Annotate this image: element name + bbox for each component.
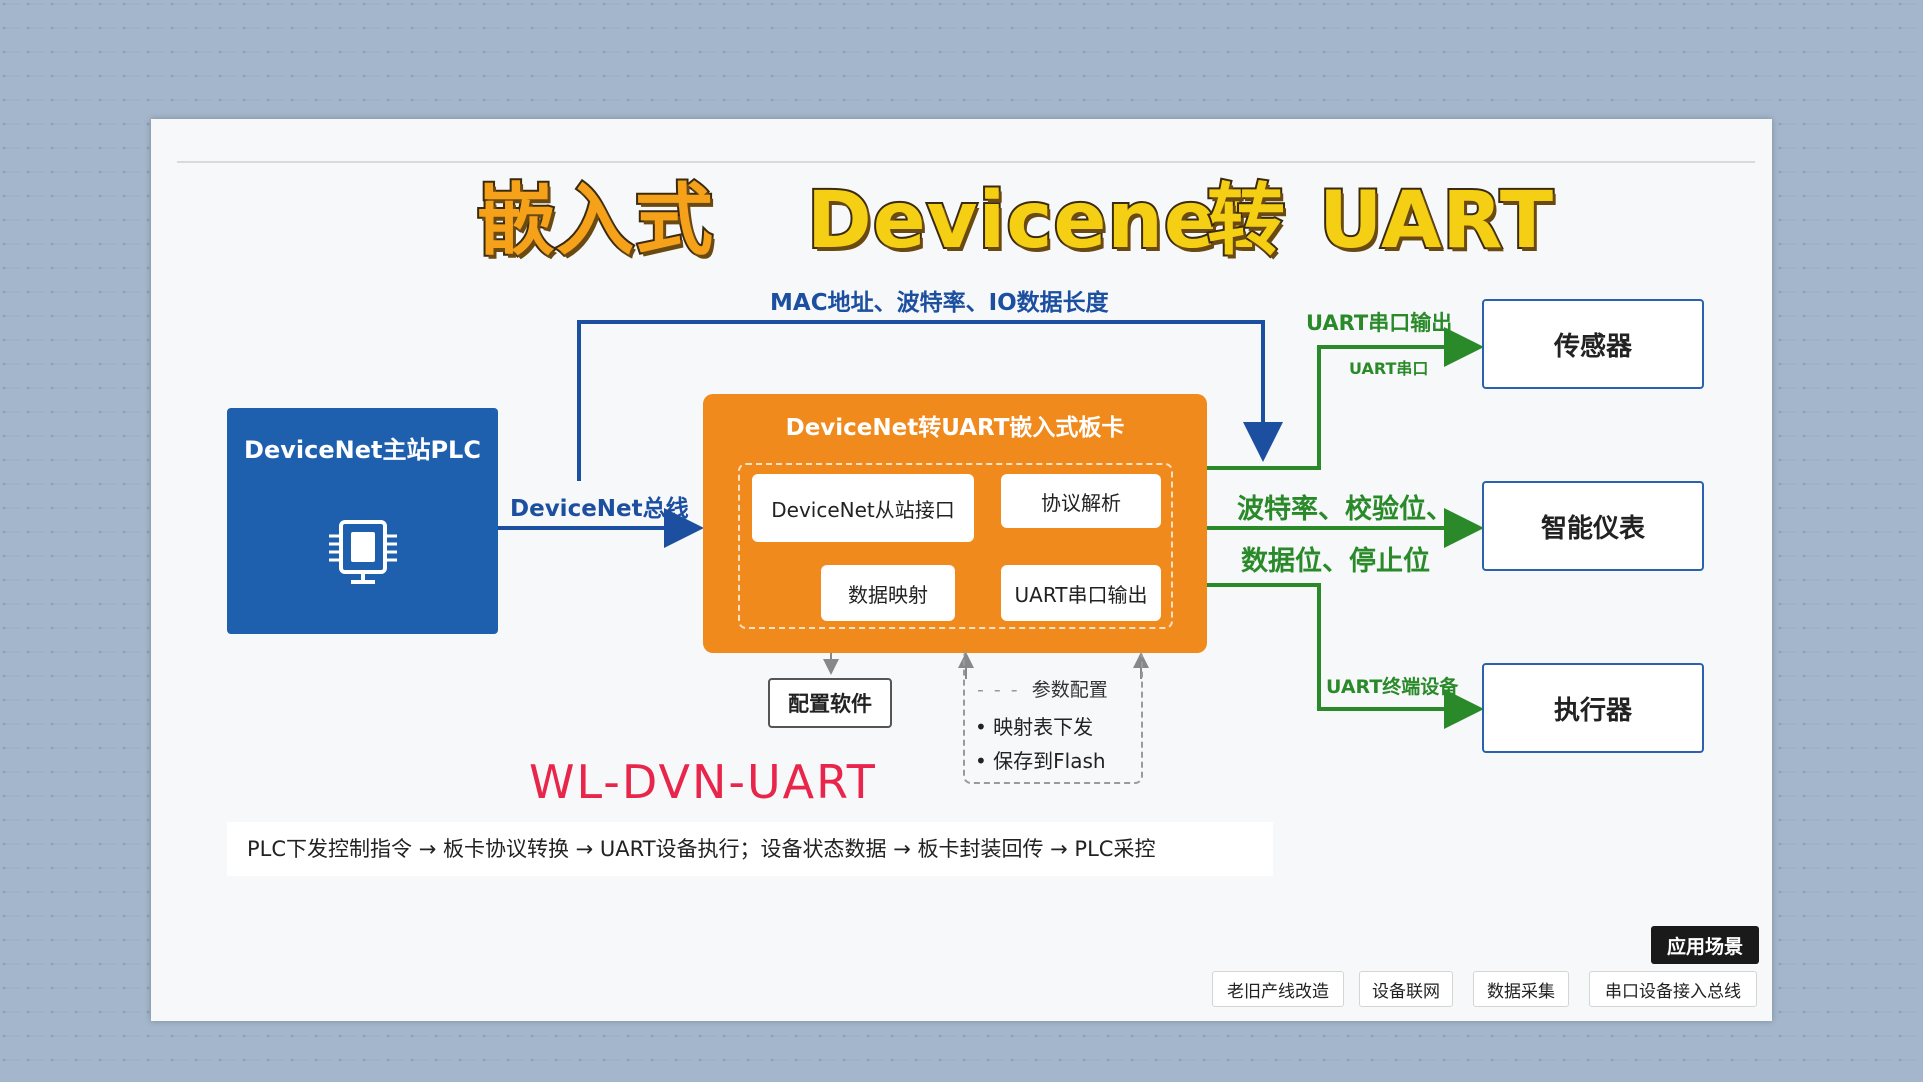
config-params-label: MAC地址、波特率、IO数据长度	[770, 290, 1109, 316]
title-uart: UART	[1317, 174, 1555, 268]
title-to: 转	[1205, 174, 1287, 268]
master-plc-block: DeviceNet主站PLC	[227, 408, 498, 634]
param-config-title: - - - 参数配置	[977, 679, 1108, 701]
scenario-item: 设备联网	[1359, 971, 1453, 1007]
scenario-item: 数据采集	[1473, 971, 1569, 1007]
data-flow-description: PLC下发控制指令 → 板卡协议转换 → UART设备执行；设备状态数据 → 板…	[227, 822, 1273, 876]
title-devicenet: Devicenet	[805, 174, 1257, 268]
embedded-board: DeviceNet转UART嵌入式板卡 DeviceNet从站接口 协议解析 数…	[703, 394, 1207, 653]
data-mapping-module: 数据映射	[821, 565, 955, 621]
devicenet-slave-interface: DeviceNet从站接口	[752, 474, 974, 542]
serial-params-label-2: 数据位、停止位	[1241, 546, 1430, 577]
devicenet-bus-label: DeviceNet总线	[510, 496, 689, 522]
header-divider	[177, 161, 1755, 163]
uart-output-module: UART串口输出	[1001, 565, 1161, 621]
protocol-parse-module: 协议解析	[1001, 474, 1161, 528]
uart-terminal-label: UART终端设备	[1326, 676, 1459, 698]
serial-params-label-1: 波特率、校验位、	[1237, 494, 1453, 525]
param-config-item: • 映射表下发	[975, 715, 1094, 739]
scenario-item: 串口设备接入总线	[1589, 971, 1757, 1007]
uart-port-label: UART串口	[1349, 359, 1429, 378]
actuator-box: 执行器	[1482, 663, 1704, 753]
uart-output-label: UART串口输出	[1306, 311, 1453, 335]
diagram-panel: 嵌入式 Devicenet 转 UART	[151, 119, 1772, 1021]
param-config-item: • 保存到Flash	[975, 749, 1106, 773]
board-inner-frame	[738, 463, 1173, 629]
board-title: DeviceNet转UART嵌入式板卡	[785, 415, 1125, 441]
title-embedded: 嵌入式	[475, 174, 715, 268]
smart-meter-box: 智能仪表	[1482, 481, 1704, 571]
chip-icon	[329, 520, 397, 584]
scenario-tag: 应用场景	[1651, 926, 1759, 964]
param-config-box: - - - 参数配置 • 映射表下发 • 保存到Flash	[963, 649, 1143, 784]
scenario-item: 老旧产线改造	[1212, 971, 1344, 1007]
model-number: WL-DVN-UART	[529, 755, 877, 809]
sensor-box: 传感器	[1482, 299, 1704, 389]
config-software-box: 配置软件	[768, 678, 892, 728]
master-plc-label: DeviceNet主站PLC	[244, 436, 481, 464]
